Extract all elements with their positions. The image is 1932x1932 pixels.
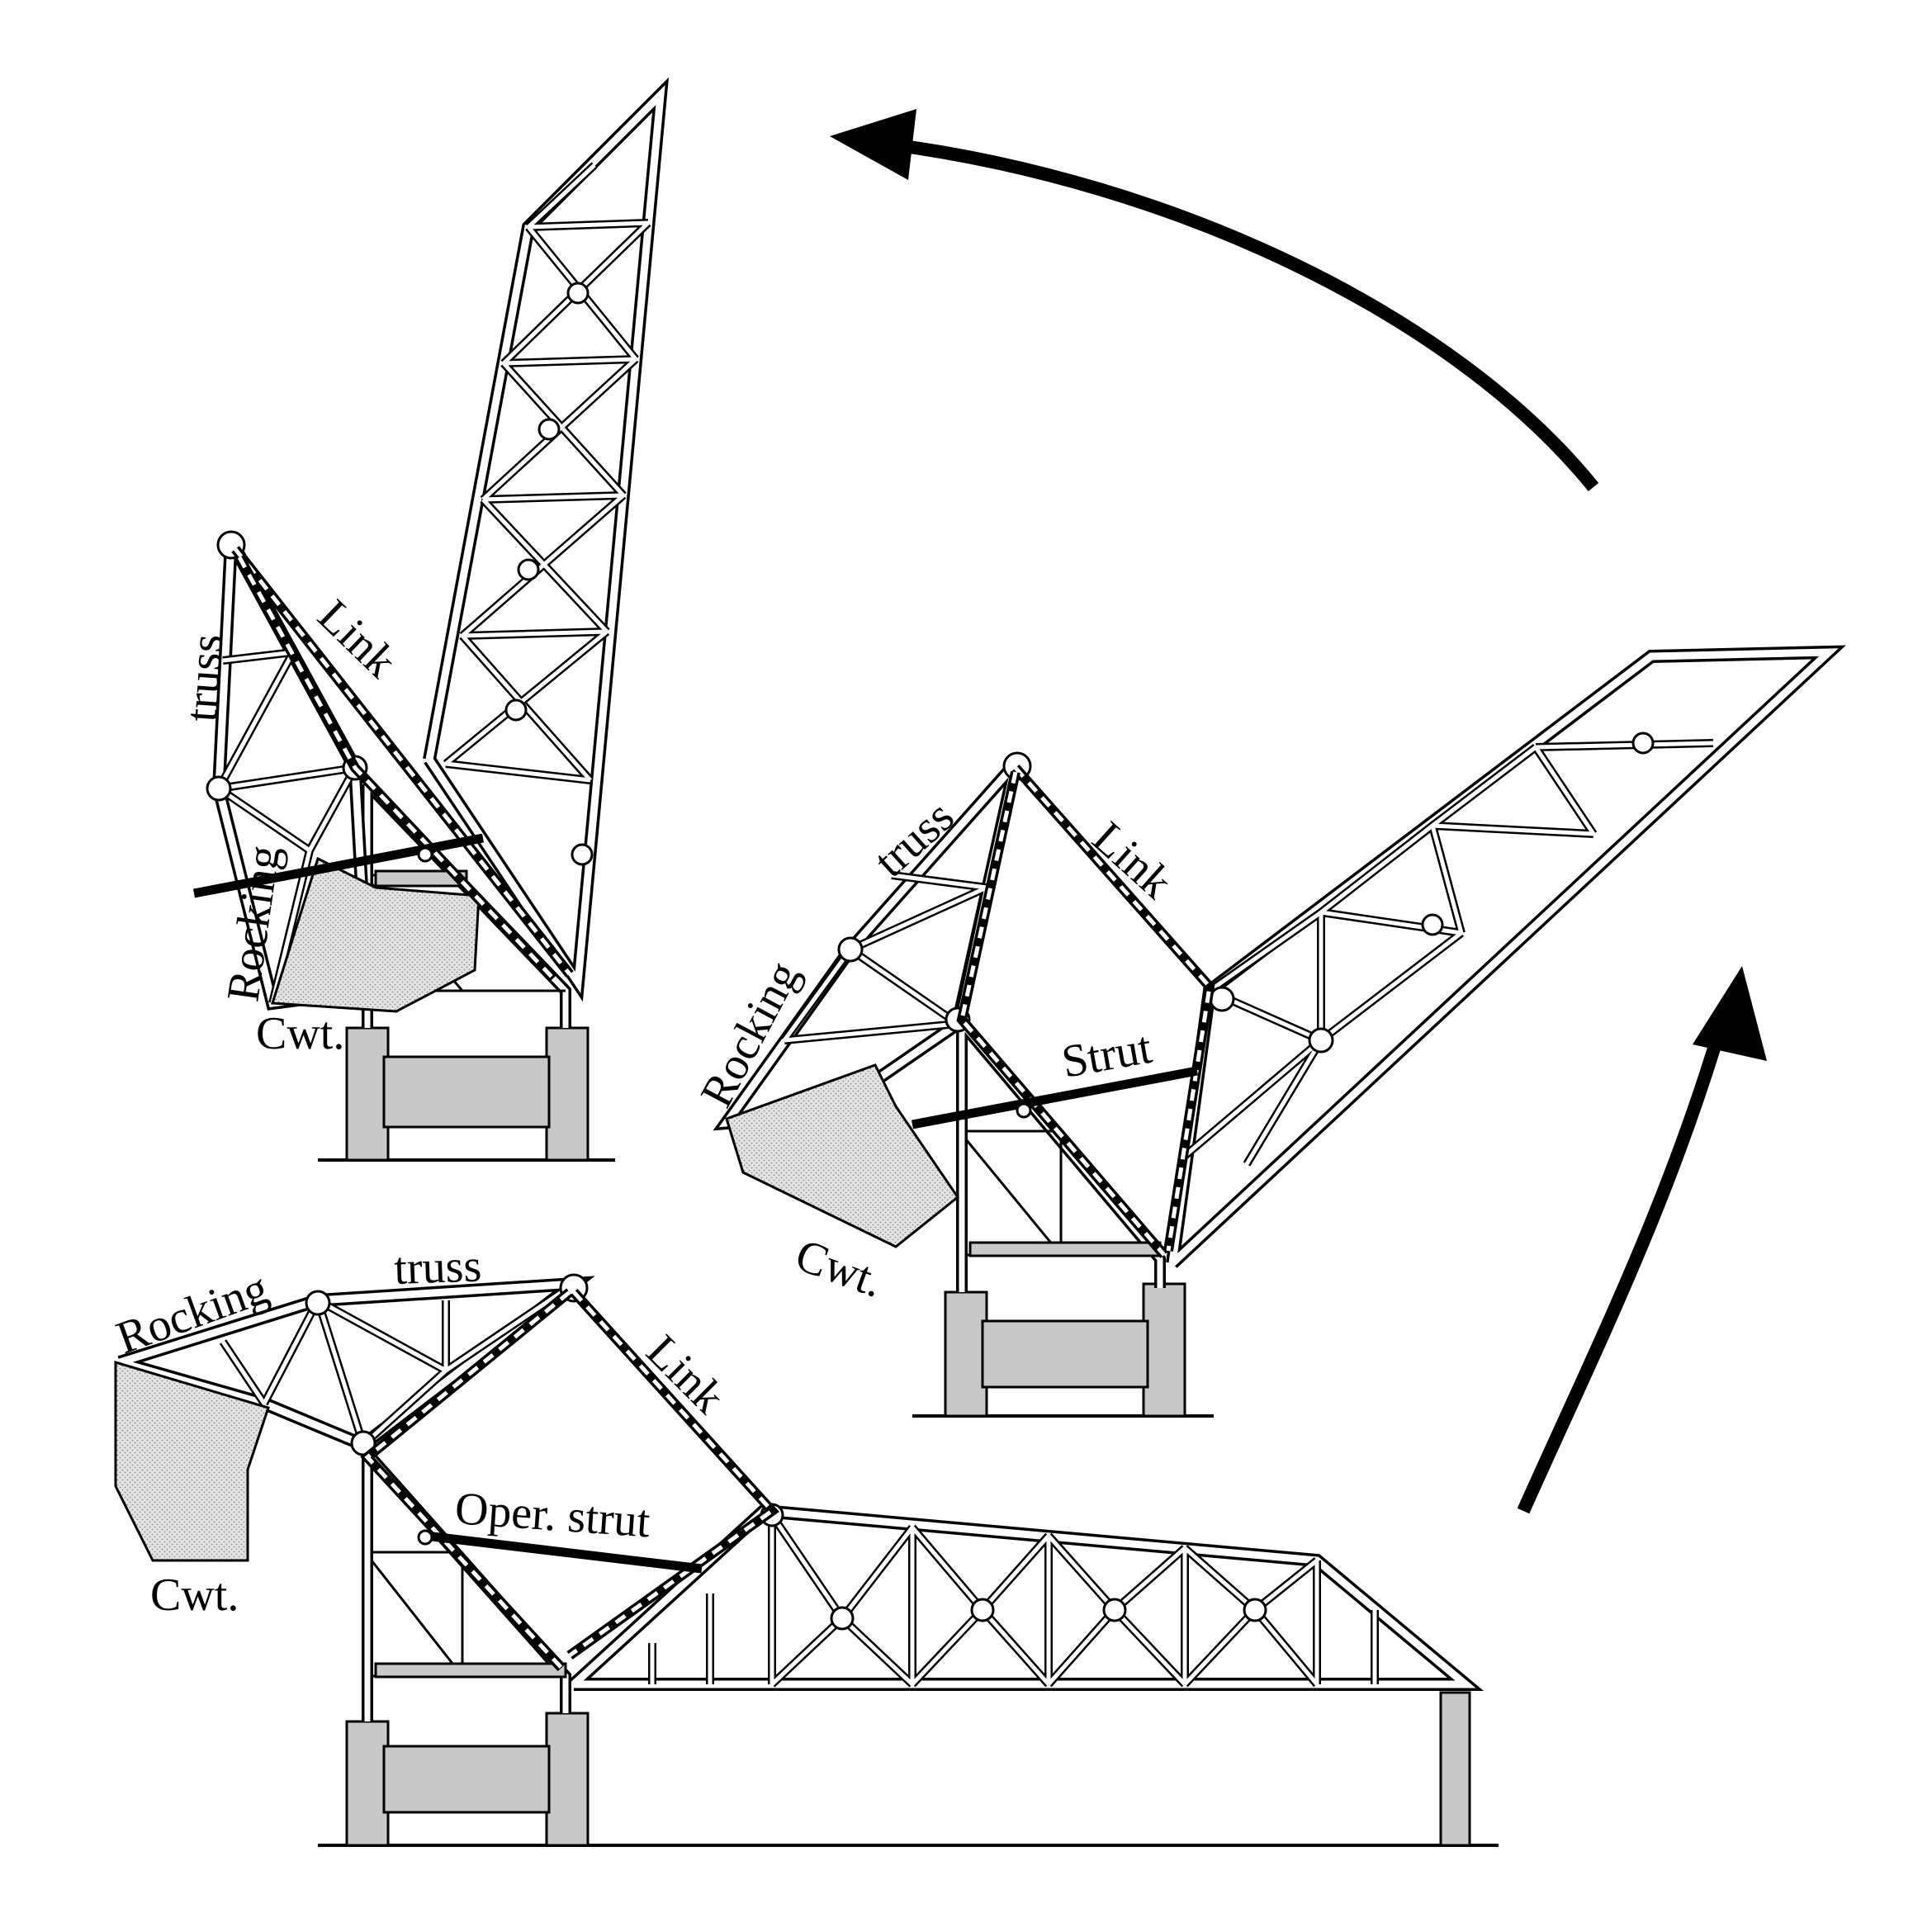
stage-closed <box>114 1273 1499 1847</box>
label-cwt-half: Cwt. <box>789 1229 890 1308</box>
link-half <box>956 765 1215 1258</box>
label-cwt-open: Cwt. <box>256 1008 344 1059</box>
label-link-open: Link <box>308 590 406 688</box>
rocking-truss-half <box>713 751 1032 1131</box>
stage-open <box>192 77 670 1162</box>
strut-open <box>192 833 485 898</box>
label-truss-open: truss <box>176 632 233 723</box>
strut-pin-closed <box>417 1529 433 1546</box>
link-closed <box>360 1288 779 1672</box>
pier-half <box>944 1282 1186 1418</box>
operating-strut-closed <box>424 1531 703 1574</box>
label-link-half: Link <box>1082 812 1181 909</box>
label-rocking-closed: Rocking <box>110 1262 275 1364</box>
label-link-closed: Link <box>637 1325 735 1423</box>
label-oper-strut-closed: Oper. strut <box>453 1483 652 1547</box>
span-leaf-closed <box>569 1503 1485 1691</box>
label-cwt-closed: Cwt. <box>150 1570 239 1621</box>
rest-pier-closed <box>1439 1691 1471 1847</box>
counterweight-closed <box>114 1360 270 1562</box>
pier-open <box>345 1026 590 1162</box>
span-leaf-open <box>423 77 670 1002</box>
stage-half <box>713 645 1846 1418</box>
rotation-arrow-upper <box>830 109 1599 492</box>
link-open <box>231 546 574 983</box>
strut-pin-half <box>1016 1102 1032 1119</box>
rotation-arrow-lower <box>1517 966 1767 1514</box>
counterweight-open <box>270 856 481 1013</box>
pier-closed <box>345 1691 1471 1847</box>
label-truss-half: truss <box>864 791 964 888</box>
label-truss-closed: truss <box>393 1240 482 1295</box>
strut-pin-open <box>417 846 433 863</box>
strut-half <box>911 1066 1199 1129</box>
span-leaf-half <box>1166 645 1846 1268</box>
counterweight-half <box>725 1063 960 1248</box>
